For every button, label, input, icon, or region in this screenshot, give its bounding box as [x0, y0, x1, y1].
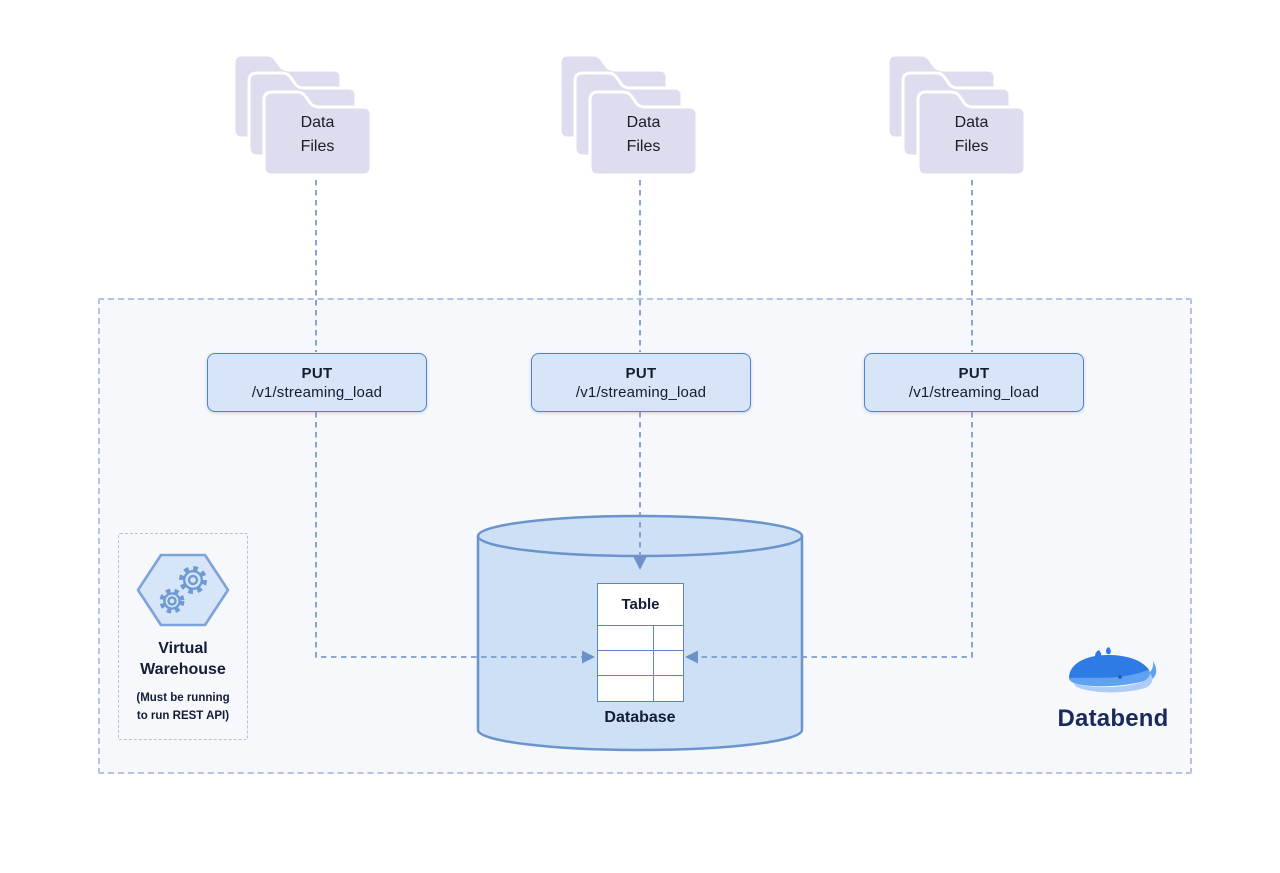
endpoint-path: /v1/streaming_load — [251, 383, 383, 401]
folder-icon — [887, 53, 1027, 177]
databend-whale-icon — [1069, 647, 1157, 693]
data-files-stack-1: Data Files — [233, 51, 373, 179]
table-grid — [598, 626, 683, 701]
data-files-stack-2: Data Files — [559, 51, 699, 179]
table-cell — [654, 626, 683, 651]
table-cell — [654, 676, 683, 701]
warehouse-note-line: (Must be running — [136, 691, 230, 704]
brand-wordmark: Databend — [1057, 705, 1169, 732]
http-method: PUT — [958, 364, 990, 382]
endpoint-path: /v1/streaming_load — [575, 383, 707, 401]
table-cell — [598, 626, 654, 651]
folder-icon — [233, 53, 373, 177]
endpoint-path: /v1/streaming_load — [908, 383, 1040, 401]
folder-icon — [559, 53, 699, 177]
droplet-icon — [1106, 647, 1111, 655]
warehouse-note: (Must be running to run REST API) — [136, 689, 229, 726]
virtual-warehouse-panel: Virtual Warehouse (Must be running to ru… — [118, 533, 248, 740]
table-title: Table — [598, 584, 683, 626]
table-schema: Table — [597, 583, 684, 702]
warehouse-title: Virtual Warehouse — [140, 640, 226, 678]
gear-icon — [179, 566, 207, 594]
database-label: Database — [604, 709, 676, 726]
data-files-label: Data Files — [626, 114, 661, 155]
table-cell — [598, 651, 654, 676]
table-cell — [654, 651, 683, 676]
warehouse-note-line: to run REST API) — [136, 709, 230, 722]
databend-brand: Databend — [1048, 645, 1178, 733]
data-files-label: Data Files — [954, 114, 989, 155]
data-files-stack-3: Data Files — [887, 51, 1027, 179]
gear-icon — [159, 588, 185, 614]
http-method: PUT — [301, 364, 333, 382]
data-files-label: Data Files — [300, 114, 335, 155]
http-method: PUT — [625, 364, 657, 382]
warehouse-gears-icon — [136, 553, 230, 627]
put-endpoint-box-2: PUT /v1/streaming_load — [531, 353, 751, 412]
table-cell — [598, 676, 654, 701]
put-endpoint-box-1: PUT /v1/streaming_load — [207, 353, 427, 412]
whale-eye — [1118, 675, 1122, 679]
put-endpoint-box-3: PUT /v1/streaming_load — [864, 353, 1084, 412]
